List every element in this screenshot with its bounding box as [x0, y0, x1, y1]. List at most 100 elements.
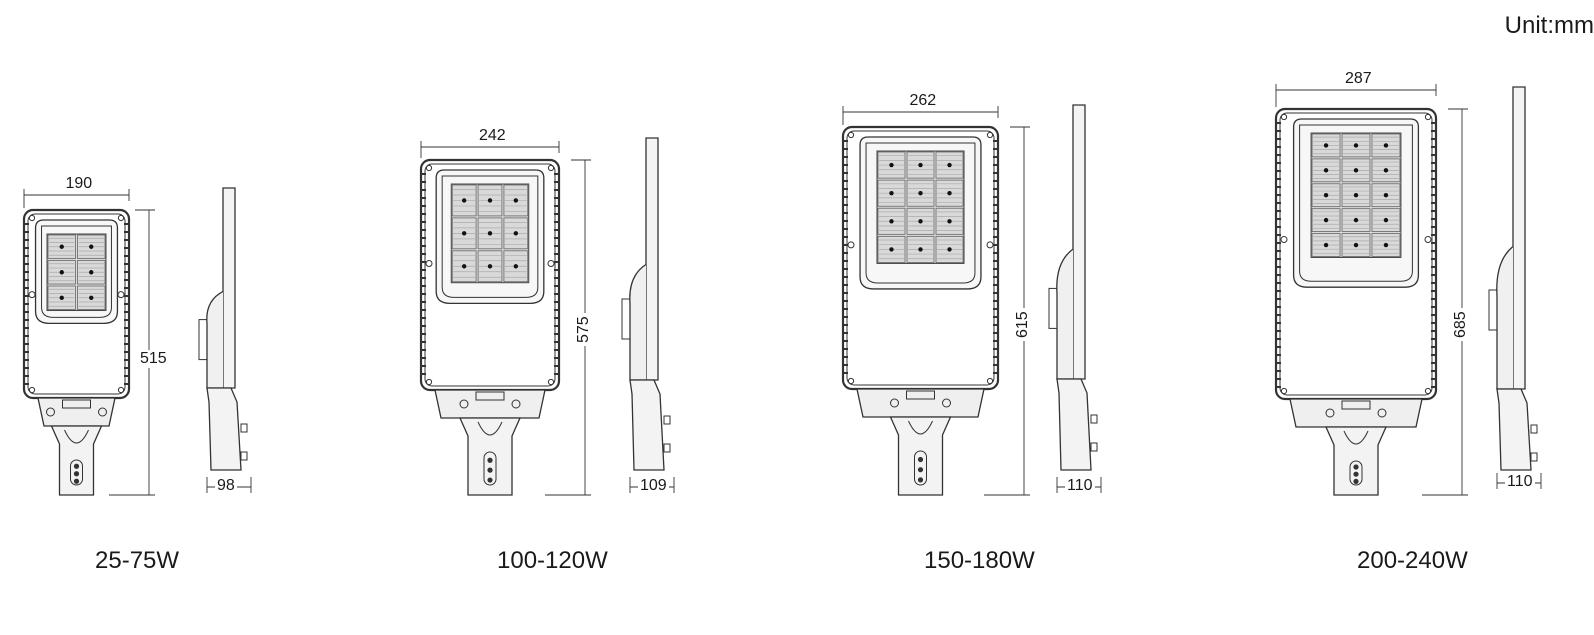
led-chip	[1383, 193, 1389, 198]
slot-bolt	[917, 467, 924, 473]
wattage-caption: 150-180W	[924, 547, 1035, 574]
led-module-array	[46, 233, 107, 312]
led-chip	[513, 231, 519, 236]
lens-inner-frame	[441, 175, 539, 298]
led-chip	[889, 190, 894, 196]
lens-frame	[1292, 118, 1420, 288]
side-housing	[1512, 86, 1526, 390]
slot-bolt	[917, 456, 924, 463]
adjust-slot	[70, 459, 83, 486]
front-view	[22, 208, 131, 496]
side-view	[1488, 86, 1538, 471]
led-chip	[59, 270, 64, 275]
mount-tab	[1280, 236, 1288, 243]
bracket-bolt	[98, 407, 107, 417]
side-view	[621, 137, 671, 471]
corner-screw	[425, 378, 433, 386]
unit-label: Unit:mm	[1504, 12, 1594, 39]
slot-bolt	[487, 467, 493, 473]
lens-inner-frame	[1299, 124, 1413, 282]
side-bolt	[1090, 414, 1098, 424]
led-chip	[1323, 242, 1329, 248]
housing-outline	[841, 125, 1000, 391]
driver-bracket	[434, 389, 546, 419]
housing-outline	[1274, 107, 1438, 401]
side-pole-adapter	[1056, 378, 1092, 471]
side-housing	[1072, 104, 1086, 380]
junction-box	[62, 399, 91, 409]
led-chip	[947, 247, 952, 252]
led-chip	[918, 247, 923, 252]
corner-screw	[1280, 113, 1288, 121]
led-chip	[89, 270, 94, 275]
corner-screw	[1424, 387, 1432, 395]
side-bolt	[663, 443, 671, 453]
led-chip	[1353, 168, 1359, 173]
led-chip	[1383, 242, 1389, 248]
front-view	[841, 125, 1000, 496]
corner-screw	[28, 214, 36, 222]
corner-screw	[1424, 113, 1432, 121]
bracket-bolt	[942, 398, 951, 408]
lens-inner-frame	[865, 142, 976, 284]
side-bolt	[1090, 442, 1098, 452]
led-chip	[1353, 217, 1359, 223]
lens-frame	[34, 219, 119, 325]
corner-screw	[425, 164, 433, 172]
side-driver-body	[1056, 248, 1074, 380]
adapter-curve	[908, 420, 933, 435]
led-chip	[487, 264, 493, 269]
led-chip	[59, 244, 64, 249]
dimension-lines	[23, 189, 155, 496]
led-module-array	[876, 150, 965, 264]
mount-tab	[986, 241, 994, 249]
led-chip	[89, 295, 94, 300]
mount-tab	[28, 291, 36, 299]
side-bolt	[663, 415, 671, 425]
front-view	[1274, 107, 1438, 496]
side-bolt	[1530, 452, 1538, 462]
lens-inner-frame	[41, 225, 112, 318]
led-chip	[1323, 143, 1329, 148]
length-dimension-label: 575	[575, 313, 593, 346]
junction-box	[475, 391, 505, 401]
driver-bracket	[856, 388, 985, 418]
led-module-array	[1310, 132, 1402, 258]
side-bolt	[240, 423, 248, 433]
led-chip	[889, 219, 894, 224]
corner-screw	[986, 377, 994, 385]
side-driver-body	[206, 290, 224, 389]
slot-bolt	[917, 477, 924, 483]
front-view	[419, 158, 561, 496]
adjust-slot	[1349, 460, 1363, 486]
pole-adapter	[889, 416, 952, 496]
dimension-lines	[1275, 84, 1468, 496]
corner-screw	[117, 214, 125, 222]
side-pole-adapter	[206, 387, 242, 471]
housing-outline	[419, 158, 561, 392]
wattage-caption: 200-240W	[1357, 547, 1468, 574]
wattage-caption: 25-75W	[95, 547, 180, 574]
housing-inner-outline	[846, 130, 995, 386]
side-view	[198, 187, 248, 471]
housing-outline	[22, 208, 131, 400]
junction-box	[906, 390, 935, 400]
led-module-array	[450, 183, 530, 284]
side-pole-adapter	[629, 379, 665, 471]
depth-dimension-label: 98	[215, 477, 237, 495]
dimension-lines	[420, 141, 591, 496]
led-chip	[947, 219, 952, 224]
led-chip	[461, 231, 467, 236]
slot-bolt	[1353, 471, 1359, 477]
lens-frame	[435, 169, 545, 305]
depth-dimension-label: 110	[1505, 473, 1535, 491]
dimension-lines	[842, 106, 1030, 496]
bracket-bolt	[511, 399, 521, 409]
corner-screw	[547, 378, 555, 386]
led-chip	[1353, 193, 1359, 198]
housing-inner-outline	[27, 213, 126, 395]
corner-screw	[117, 386, 125, 394]
